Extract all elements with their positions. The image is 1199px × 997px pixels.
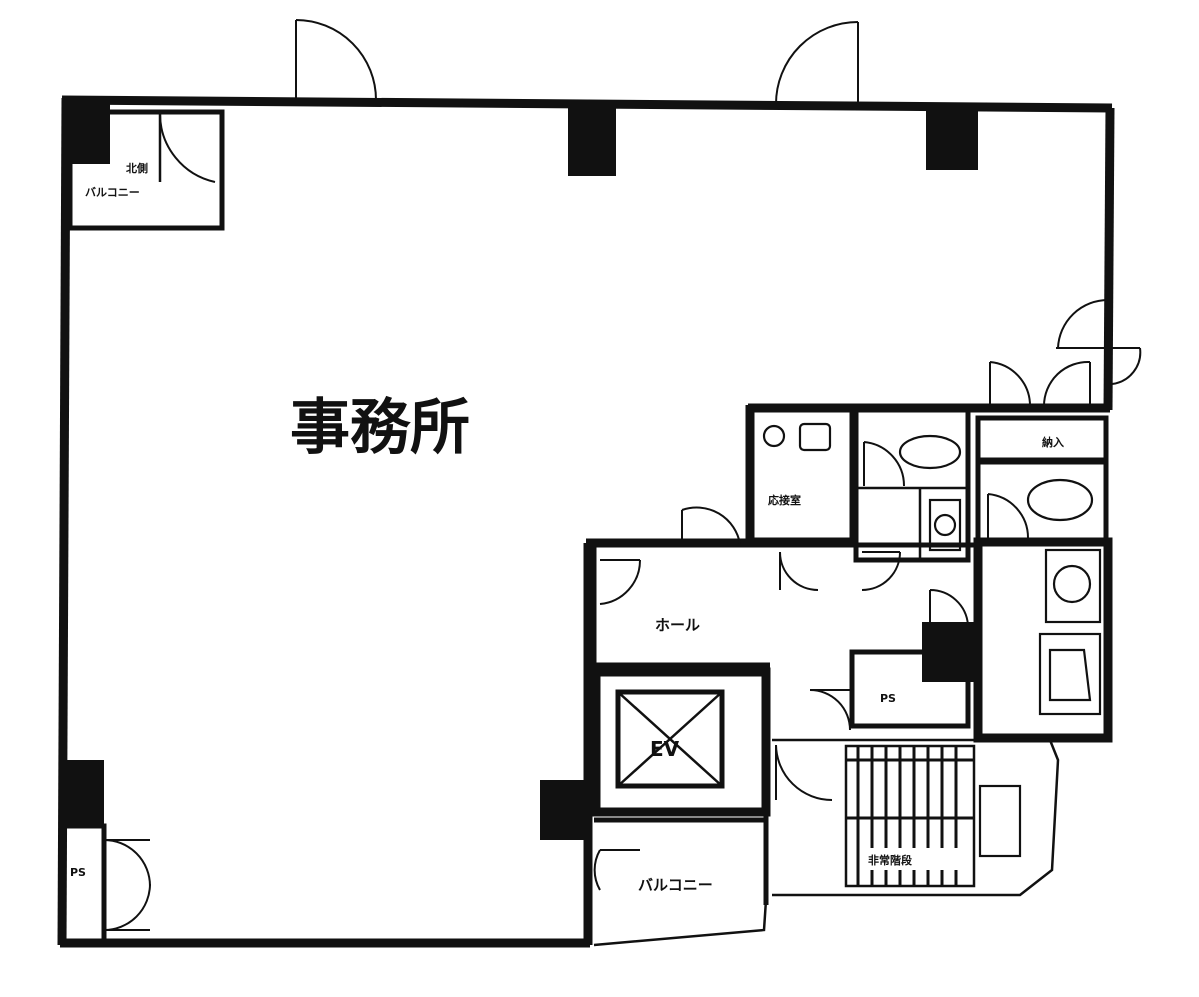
ps-label: PS xyxy=(880,692,896,705)
stairs-label: 非常階段 xyxy=(868,853,912,867)
reception-label: 応接室 xyxy=(768,493,801,507)
left-closet xyxy=(61,823,151,947)
storage-label: 納入 xyxy=(1042,435,1064,449)
balcony-label: バルコニー xyxy=(638,876,713,894)
emergency-stairs xyxy=(772,738,1060,897)
hall xyxy=(591,506,976,668)
hall-label: ホール xyxy=(655,616,700,634)
elevator-label: EV xyxy=(650,737,680,761)
office-label: 事務所 xyxy=(290,393,470,463)
elevator-shaft xyxy=(591,666,771,817)
ps-room xyxy=(809,649,971,731)
lower-balcony xyxy=(593,740,769,947)
service-core xyxy=(749,407,1113,743)
stairs-label-bg xyxy=(862,848,966,870)
structural-columns xyxy=(62,98,978,840)
corner-balcony xyxy=(67,109,225,231)
right-upper-doors xyxy=(989,298,1142,407)
corner-balcony-label-2: バルコニー xyxy=(85,186,140,199)
top-doors xyxy=(295,19,859,105)
corner-balcony-label-1: 北側 xyxy=(126,161,148,175)
left-closet-label: PS xyxy=(70,866,86,879)
